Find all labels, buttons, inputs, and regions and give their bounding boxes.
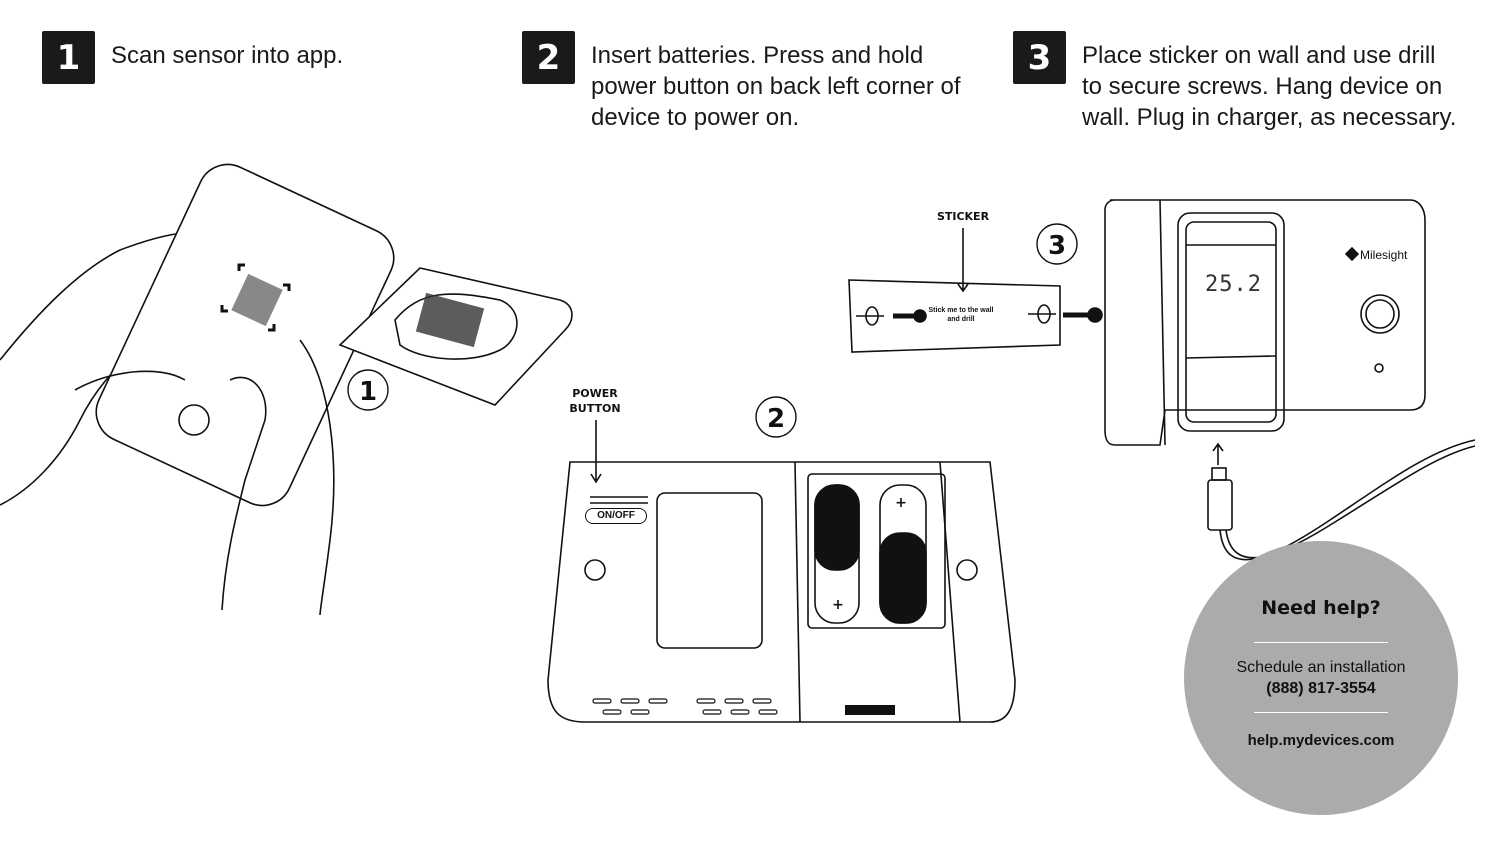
callout-2: 2 — [767, 404, 785, 434]
callout-circles — [347, 223, 1078, 438]
help-circle: Need help? Schedule an installation (888… — [1184, 541, 1458, 815]
wall-device-illustration — [1104, 199, 1476, 561]
sticker-label: STICKER — [936, 210, 990, 223]
callout-1: 1 — [359, 377, 377, 407]
phone-link[interactable]: (888) 817-3554 — [1266, 680, 1376, 697]
lcd-reading: 25.2 — [1205, 272, 1262, 297]
step-3-text: Place sticker on wall and use drill to s… — [1082, 42, 1457, 131]
battery-plus-1: + — [832, 597, 844, 613]
step-1-text: Scan sensor into app. — [111, 42, 344, 69]
step-1-badge: 1 — [42, 31, 95, 84]
device-battery-illustration — [547, 420, 1016, 723]
help-title: Need help? — [1261, 597, 1381, 619]
brand-logo: Milesight — [1360, 248, 1408, 262]
help-url-link[interactable]: help.mydevices.com — [1247, 732, 1395, 749]
sticker-text: Stick me to the wall and drill — [928, 307, 994, 323]
step-2-text: Insert batteries. Press and hold power b… — [591, 42, 961, 131]
callout-3: 3 — [1048, 231, 1066, 261]
sensor-back-illustration — [338, 267, 573, 406]
hand-phone-illustration — [0, 163, 395, 616]
divider — [1254, 712, 1388, 713]
step-3-badge: 3 — [1013, 31, 1066, 84]
power-button-label: POWER BUTTON — [569, 387, 621, 415]
divider — [1254, 642, 1388, 643]
on-off-label: ON/OFF — [585, 508, 647, 524]
schedule-text: Schedule an installation — [1236, 659, 1406, 676]
battery-plus-2: + — [895, 495, 907, 511]
step-2-badge: 2 — [522, 31, 575, 84]
sticker-illustration — [848, 228, 1103, 353]
